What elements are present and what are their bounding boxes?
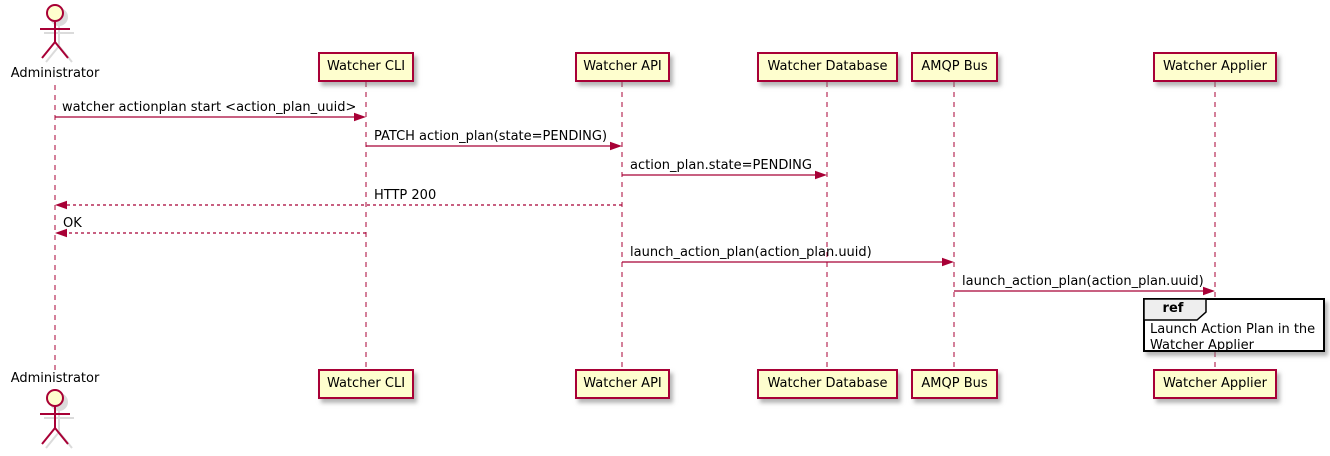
- participant-watcher-applier-bottom: Watcher Applier: [1153, 369, 1277, 399]
- participant-amqp-bus-bottom: AMQP Bus: [911, 369, 998, 399]
- arrow-message-4: [55, 200, 622, 210]
- arrow-message-7: [954, 286, 1215, 296]
- message-label-7: launch_action_plan(action_plan.uuid): [962, 274, 1204, 289]
- participant-watcher-database-bottom: Watcher Database: [757, 369, 898, 399]
- arrow-message-5: [55, 228, 366, 238]
- ref-body-line-2: Watcher Applier: [1150, 338, 1254, 353]
- actor-head: [46, 4, 64, 22]
- participant-watcher-database-top: Watcher Database: [757, 52, 898, 82]
- arrow-message-3: [622, 170, 827, 180]
- participant-watcher-applier-top: Watcher Applier: [1153, 52, 1277, 82]
- message-label-5: OK: [63, 216, 82, 231]
- participant-watcher-cli-bottom: Watcher CLI: [318, 369, 414, 399]
- participant-amqp-bus-top: AMQP Bus: [911, 52, 998, 82]
- ref-fragment: ref Launch Action Plan in the Watcher Ap…: [1143, 298, 1325, 354]
- actor-head: [46, 389, 64, 407]
- ref-body: Launch Action Plan in the Watcher Applie…: [1150, 322, 1315, 354]
- arrow-message-6: [622, 257, 954, 267]
- message-label-1: watcher actionplan start <action_plan_uu…: [62, 100, 357, 115]
- message-arrows: [55, 112, 1215, 296]
- message-label-3: action_plan.state=PENDING: [630, 158, 812, 173]
- arrow-message-1: [55, 112, 366, 122]
- ref-header-pentagon: [1144, 299, 1207, 321]
- participant-watcher-cli-top: Watcher CLI: [318, 52, 414, 82]
- arrow-message-2: [366, 141, 622, 151]
- message-label-2: PATCH action_plan(state=PENDING): [374, 129, 608, 144]
- participant-watcher-api-top: Watcher API: [575, 52, 670, 82]
- ref-body-line-1: Launch Action Plan in the: [1150, 322, 1316, 337]
- ref-keyword: ref: [1162, 301, 1184, 316]
- message-label-6: launch_action_plan(action_plan.uuid): [630, 245, 872, 260]
- participant-watcher-api-bottom: Watcher API: [575, 369, 670, 399]
- actor-label-bottom: Administrator: [10, 371, 100, 386]
- actor-label-top: Administrator: [10, 66, 100, 81]
- message-label-4: HTTP 200: [374, 188, 437, 203]
- lifelines: [54, 82, 1216, 371]
- actor-figure-top: [40, 4, 70, 59]
- actor-figure-bottom: [40, 389, 70, 445]
